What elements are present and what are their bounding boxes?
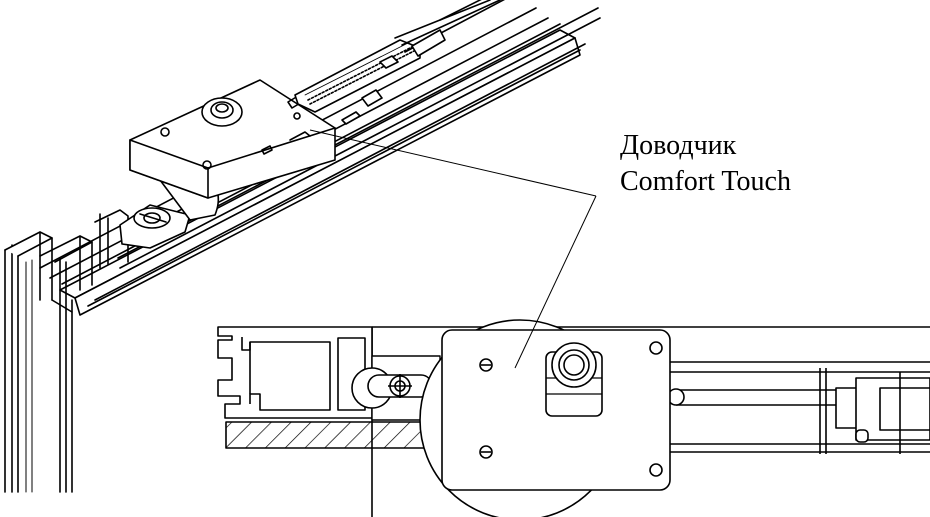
frame-profile — [4, 209, 129, 493]
hatched-glass — [225, 421, 427, 449]
closer-plate — [129, 79, 336, 199]
isometric-view — [4, 0, 601, 493]
leader-line-top — [309, 129, 597, 197]
toothed-rack — [294, 0, 506, 125]
section-view — [217, 319, 930, 517]
closer-plate-front — [441, 329, 671, 491]
aluminium-profile — [217, 326, 373, 419]
rail-section — [650, 361, 930, 454]
leader-line-bottom — [514, 195, 597, 369]
callout-line-2: Comfort Touch — [620, 166, 791, 197]
callout-label: Доводчик Comfort Touch — [620, 128, 791, 200]
leader-lines — [309, 129, 597, 369]
callout-line-1: Доводчик — [620, 130, 737, 161]
